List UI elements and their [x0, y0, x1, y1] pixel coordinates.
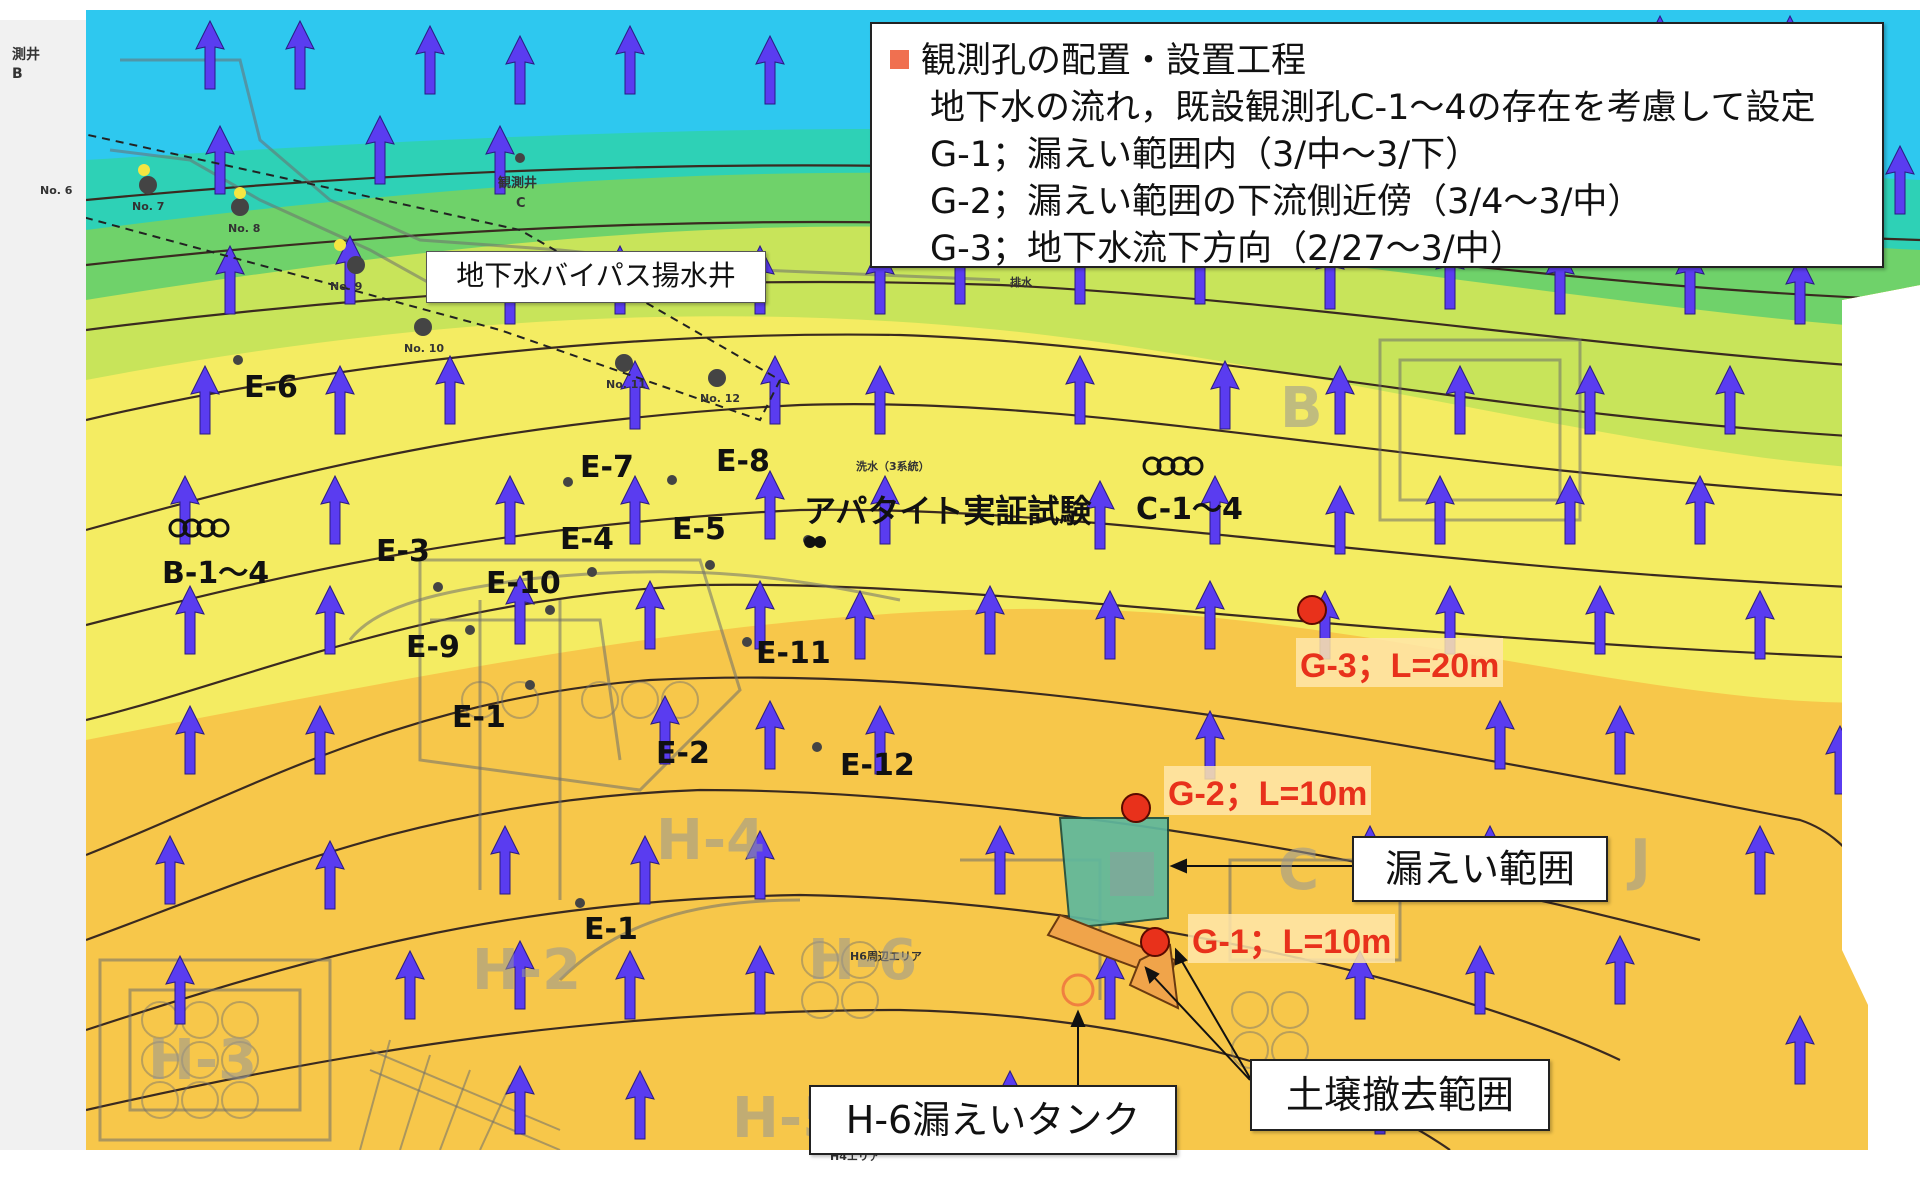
- area-label-h6: H-6: [808, 928, 918, 993]
- g3-label: G-3；L=20m: [1296, 638, 1504, 687]
- obs-well-label: 観測井: [498, 176, 538, 191]
- area-label-h3: H-3: [148, 1028, 258, 1093]
- leak-tank-callout: H-6漏えいタンク: [809, 1085, 1177, 1155]
- well-group-b: B-1～4: [162, 556, 270, 591]
- bypass-well-callout: 地下水バイパス揚水井: [426, 251, 766, 303]
- bypass-well-no8: No. 8: [228, 222, 261, 235]
- area-label-h2: H-2: [472, 938, 582, 1003]
- bypass-well-no11: No. 11: [606, 378, 647, 391]
- g1-label: G-1；L=10m: [1188, 914, 1396, 963]
- red-circle-icon: [1121, 793, 1151, 823]
- bypass-well-no7: No. 7: [132, 200, 165, 213]
- red-circle-icon: [1140, 927, 1170, 957]
- info-line-1: 地下水の流れ，既設観測孔C-1～4の存在を考慮して設定: [930, 88, 1816, 128]
- drain-label: 洗水（3系統）: [856, 460, 930, 473]
- callout-pointers: [1070, 858, 1352, 1085]
- well-label-e6: E-6: [244, 370, 298, 405]
- area-h6-note: H6周辺エリア: [850, 950, 922, 963]
- drain-label-2: 排水: [1010, 276, 1032, 289]
- well-label-e11: E-11: [756, 636, 831, 671]
- well-group-c: C-1～4: [1136, 492, 1243, 527]
- well-label-e12: E-12: [840, 748, 915, 783]
- well-label-e5: E-5: [672, 512, 726, 547]
- leak-area-callout: 漏えい範囲: [1352, 836, 1608, 902]
- well-label-e1: E-1: [452, 700, 506, 735]
- well-edge-label-b: B: [12, 66, 23, 82]
- red-circle-icon: [1297, 595, 1327, 625]
- well-label-e10: E-10: [486, 566, 561, 601]
- new-wells: [1121, 595, 1327, 957]
- leak-tank-marker: [1061, 973, 1095, 1007]
- area-label-b: B: [1280, 376, 1323, 441]
- info-line-2: G-1；漏えい範囲内（3/中～3/下）: [930, 135, 1481, 175]
- area-label-h4: H-4: [656, 808, 766, 873]
- info-title: 観測孔の配置・設置工程: [921, 41, 1307, 81]
- bypass-pump-dots: [138, 164, 346, 251]
- bypass-well-no10: No. 10: [404, 342, 445, 355]
- bypass-well-no6: No. 6: [40, 184, 73, 197]
- well-label-e1-lower: E-1: [584, 912, 638, 947]
- contour-lines: [86, 164, 1920, 1150]
- well-label-e8: E-8: [716, 444, 770, 479]
- info-line-3: G-2；漏えい範囲の下流側近傍（3/4～3/中）: [930, 182, 1643, 222]
- well-label-e4: E-4: [560, 522, 614, 557]
- well-edge-label: 測井: [12, 47, 40, 63]
- well-label-e7: E-7: [580, 450, 634, 485]
- well-label-e2: E-2: [656, 736, 710, 771]
- bypass-well-no9: No. 9: [330, 280, 363, 293]
- panel-grid: [359, 1039, 561, 1150]
- soil-removal-callout: 土壌撤去範囲: [1250, 1059, 1550, 1131]
- well-label-e9: E-9: [406, 630, 460, 665]
- well-label-e3: E-3: [376, 534, 430, 569]
- bypass-well-no12: No. 12: [700, 392, 741, 405]
- apatite-test-label: アパタイト実証試験: [804, 492, 1092, 530]
- g2-label: G-2；L=10m: [1164, 766, 1372, 815]
- area-label-j: J: [1630, 828, 1651, 893]
- info-line-4: G-3；地下水流下方向（2/27～3/中）: [930, 229, 1525, 269]
- info-box: 観測孔の配置・設置工程 地下水の流れ，既設観測孔C-1～4の存在を考慮して設定 …: [870, 22, 1884, 269]
- well-group-rings: [168, 456, 1204, 538]
- area-label-c: C: [1278, 838, 1320, 903]
- bypass-zone: [86, 118, 782, 422]
- bullet-square-icon: [890, 50, 909, 69]
- obs-well-c-label: C: [516, 196, 526, 211]
